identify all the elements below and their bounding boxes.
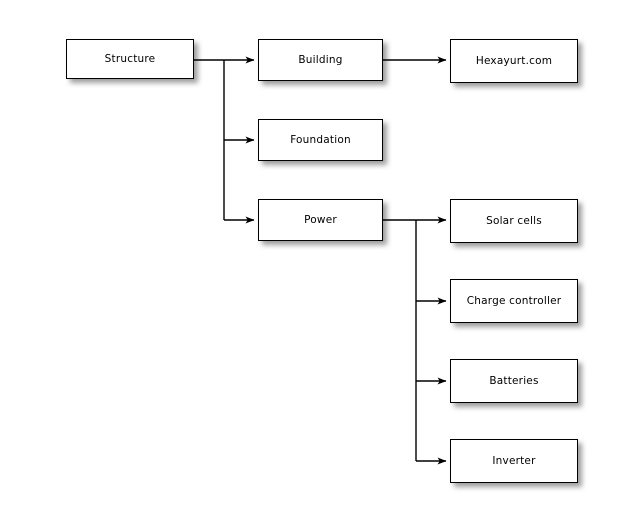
node-solar-cells-label: Solar cells [486, 214, 542, 227]
node-building[interactable]: Building [258, 39, 383, 81]
node-power-label: Power [304, 213, 337, 226]
node-batteries-label: Batteries [489, 374, 539, 387]
node-batteries[interactable]: Batteries [450, 359, 578, 403]
node-foundation-label: Foundation [290, 133, 351, 146]
node-structure[interactable]: Structure [66, 39, 194, 79]
node-building-label: Building [298, 53, 343, 66]
node-hexayurt[interactable]: Hexayurt.com [450, 39, 578, 83]
node-inverter-label: Inverter [492, 454, 536, 467]
node-charge-controller-label: Charge controller [466, 294, 562, 307]
node-foundation[interactable]: Foundation [258, 119, 383, 161]
node-inverter[interactable]: Inverter [450, 439, 578, 483]
node-hexayurt-label: Hexayurt.com [475, 54, 553, 67]
node-power[interactable]: Power [258, 199, 383, 241]
node-structure-label: Structure [104, 52, 156, 65]
node-charge-controller[interactable]: Charge controller [450, 279, 578, 323]
node-solar-cells[interactable]: Solar cells [450, 199, 578, 243]
